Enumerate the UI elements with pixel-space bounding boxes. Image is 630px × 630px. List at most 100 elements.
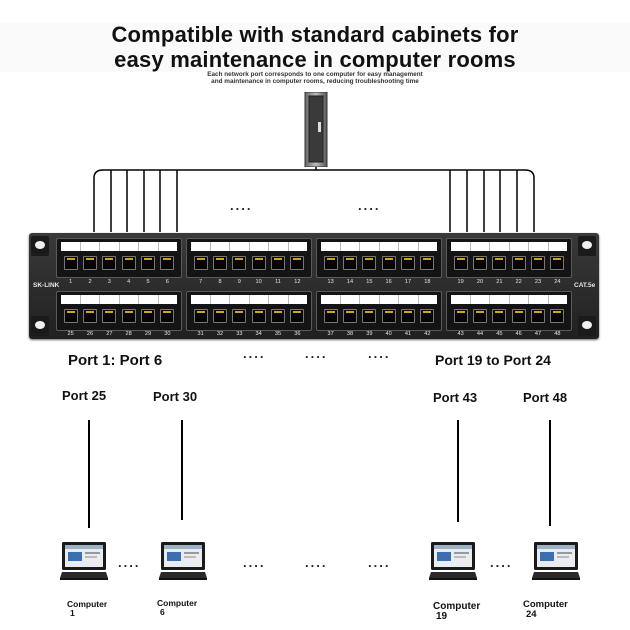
computer-24-label: Computer 24 <box>523 600 568 620</box>
port-block-43-48 <box>446 291 572 331</box>
rj45-port[interactable] <box>362 309 377 323</box>
rj45-port[interactable] <box>530 309 545 323</box>
computer-24-icon <box>532 542 580 580</box>
rj45-port[interactable] <box>140 256 155 270</box>
ellipsis-computers-2: .... <box>243 555 266 570</box>
port-number: 11 <box>275 279 281 285</box>
rj45-port[interactable] <box>232 256 247 270</box>
category-label: CAT.5e <box>574 282 596 289</box>
port-number: 5 <box>146 279 150 285</box>
ellipsis-computers-1: .... <box>118 555 141 570</box>
rj45-port[interactable] <box>400 309 415 323</box>
port-number: 18 <box>424 279 431 285</box>
rj45-port[interactable] <box>82 309 97 323</box>
rj45-port[interactable] <box>453 256 468 270</box>
rj45-port[interactable] <box>193 309 208 323</box>
rj45-port[interactable] <box>420 309 435 323</box>
rj45-port[interactable] <box>140 309 155 323</box>
rj45-port[interactable] <box>550 256 565 270</box>
rj45-port[interactable] <box>492 256 507 270</box>
rj45-port[interactable] <box>290 309 305 323</box>
rj45-port[interactable] <box>472 256 487 270</box>
port-number: 16 <box>385 279 392 285</box>
port-number: 7 <box>199 279 203 285</box>
rj45-port[interactable] <box>251 309 266 323</box>
rj45-port[interactable] <box>400 256 415 270</box>
port-number: 35 <box>274 331 282 337</box>
port-number: 21 <box>496 279 503 285</box>
computer-name: Computer <box>67 599 108 609</box>
rj45-port[interactable] <box>420 256 435 270</box>
port-number: 26 <box>86 331 94 337</box>
computer-number: 24 <box>526 609 537 620</box>
rj45-port[interactable] <box>102 309 117 323</box>
rj45-port[interactable] <box>270 256 285 270</box>
port-number: 30 <box>164 331 171 337</box>
port-number: 15 <box>366 279 373 285</box>
port-block-37-42 <box>316 291 442 331</box>
port-number: 39 <box>366 331 373 337</box>
rj45-port[interactable] <box>472 309 487 323</box>
port-number: 8 <box>218 279 222 285</box>
rj45-port[interactable] <box>511 256 526 270</box>
rj45-port[interactable] <box>160 256 175 270</box>
port-number: 14 <box>346 279 354 285</box>
mount-ear-right-bottom <box>578 316 596 336</box>
port-number: 3 <box>107 279 111 285</box>
rj45-port[interactable] <box>102 256 117 270</box>
rj45-port[interactable] <box>82 256 97 270</box>
rj45-port[interactable] <box>511 309 526 323</box>
rj45-port[interactable] <box>121 256 136 270</box>
rj45-port[interactable] <box>232 309 247 323</box>
rj45-port[interactable] <box>381 309 396 323</box>
rj45-port[interactable] <box>63 256 78 270</box>
port-number: 40 <box>385 331 392 337</box>
port-block-1-6 <box>56 238 182 278</box>
rj45-port[interactable] <box>342 256 357 270</box>
rj45-port[interactable] <box>381 256 396 270</box>
rj45-port[interactable] <box>270 309 285 323</box>
rj45-port[interactable] <box>121 309 136 323</box>
rj45-port[interactable] <box>453 309 468 323</box>
cable-port-25 <box>88 420 90 528</box>
ellipsis-cabinet-right: .... <box>358 198 381 213</box>
rj45-port[interactable] <box>251 256 266 270</box>
port-number: 31 <box>197 331 204 337</box>
rj45-port[interactable] <box>323 309 338 323</box>
brand-label: SK-LINK <box>33 282 60 289</box>
rj45-port[interactable] <box>492 309 507 323</box>
rj45-port[interactable] <box>212 256 227 270</box>
port-25-label: Port 25 <box>62 388 107 403</box>
port-block-13-18 <box>316 238 442 278</box>
rj45-port[interactable] <box>212 309 227 323</box>
computer-number: 6 <box>160 607 165 617</box>
rj45-port[interactable] <box>290 256 305 270</box>
port-number: 41 <box>404 331 412 337</box>
rj45-port[interactable] <box>193 256 208 270</box>
port-number: 25 <box>67 331 74 337</box>
port-number: 36 <box>294 331 301 337</box>
rj45-port[interactable] <box>160 309 175 323</box>
rj45-port[interactable] <box>362 256 377 270</box>
port-number: 45 <box>496 331 503 337</box>
cable-port-30 <box>181 420 183 520</box>
mount-ear-left-bottom <box>31 316 49 336</box>
rj45-port[interactable] <box>323 256 338 270</box>
rj45-port[interactable] <box>342 309 357 323</box>
port-block-25-30 <box>56 291 182 331</box>
rj45-port[interactable] <box>550 309 565 323</box>
port-number: 46 <box>515 331 522 337</box>
port-number: 10 <box>255 279 262 285</box>
port-number: 34 <box>255 331 262 337</box>
port-number: 33 <box>236 331 243 337</box>
mount-ear-left-top <box>31 236 49 256</box>
port-block-19-24 <box>446 238 572 278</box>
port-group-right-label: Port 19 to Port 24 <box>435 352 551 368</box>
port-number: 37 <box>327 331 334 337</box>
rj45-port[interactable] <box>63 309 78 323</box>
subtitle-line-2: and maintenance in computer rooms, reduc… <box>211 78 419 85</box>
computer-1-icon <box>60 542 108 580</box>
port-number: 2 <box>88 279 92 285</box>
rj45-port[interactable] <box>530 256 545 270</box>
computer-6-icon <box>159 542 207 580</box>
